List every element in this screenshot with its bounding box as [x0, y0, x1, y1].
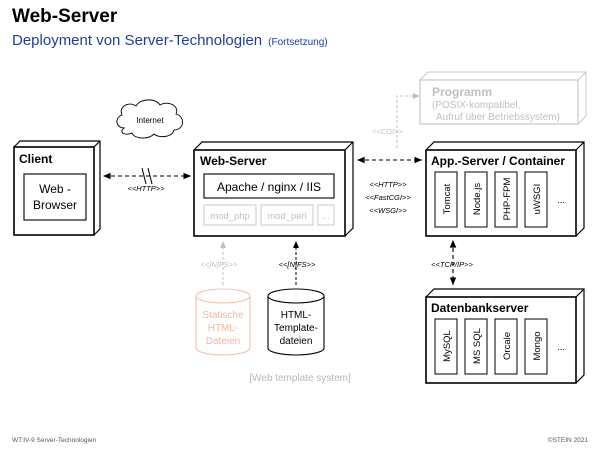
- mod-php-box: [203, 204, 257, 226]
- db-item-orcale: Orcale: [502, 332, 513, 360]
- nfs-connector-static: <<[N]FS>>: [201, 241, 238, 285]
- template-line-2: Template-: [274, 323, 318, 334]
- static-files-store: Statische HTML- Dateien: [195, 288, 251, 356]
- nfs-connector-template: <<[N]FS>>: [279, 241, 316, 285]
- webserver-node: Web-Server Apache / nginx / IIS mod_php …: [193, 141, 354, 237]
- tcp-label: <<TCP/IP>>: [431, 260, 473, 269]
- programm-title: Programm: [432, 85, 492, 99]
- cgi-connector: <<CGI>>: [372, 93, 420, 148]
- browser-component: [23, 173, 87, 221]
- slide-subtitle: Deployment von Server-Technologien (Forts…: [12, 32, 328, 49]
- template-line-1: HTML-: [281, 310, 312, 321]
- nfs-label-template: <<[N]FS>>: [279, 260, 316, 269]
- apache-label: Apache / nginx / IIS: [217, 180, 321, 194]
- client-node: Client Web - Browser: [13, 140, 101, 236]
- db-item-mongo: Mongo: [532, 331, 543, 360]
- browser-label-2: Browser: [33, 198, 77, 212]
- app-item-tomcat: Tomcat: [442, 183, 453, 214]
- internet-cloud: Internet: [116, 99, 183, 139]
- nfs-label-static: <<[N]FS>>: [201, 260, 238, 269]
- db-item-mssql: MS SQL: [472, 328, 483, 364]
- subtitle-note: (Fortsetzung): [268, 37, 328, 48]
- app-item-uwsgi: uWSGI: [532, 184, 543, 215]
- appserver-node: App.-Server / Container Tomcat Node.js P…: [425, 141, 585, 237]
- app-item-more: ...: [557, 195, 565, 205]
- mod-more-label: ...: [322, 211, 330, 221]
- internet-label: Internet: [136, 116, 164, 125]
- http-connector: <<HTTP>>: [102, 167, 191, 193]
- client-title: Client: [19, 152, 52, 166]
- http-label: <<HTTP>>: [127, 184, 165, 193]
- browser-label-1: Web -: [39, 182, 71, 196]
- dbserver-node: Datenbankserver MySQL MS SQL Orcale Mong…: [425, 288, 585, 384]
- static-line-3: Dateien: [206, 336, 240, 347]
- apache-component: [203, 173, 335, 199]
- mod-php-label: mod_php: [210, 211, 250, 222]
- app-label-fastcgi: <<FastCGI>>: [365, 193, 411, 202]
- programm-line-2: Aufruf über Betriebssystem): [436, 112, 560, 123]
- mod-perl-box: [260, 204, 314, 226]
- template-line-3: dateien: [280, 336, 313, 347]
- footer-left: WT:IV-9 Server-Technologien: [12, 437, 97, 444]
- webserver-title: Web-Server: [200, 154, 267, 168]
- slide-title: Web-Server: [12, 6, 118, 27]
- static-line-1: Statische: [202, 310, 244, 321]
- app-connector: <<HTTP>> <<FastCGI>> <<WSGI>>: [356, 156, 422, 215]
- dbserver-title: Datenbankserver: [431, 301, 529, 315]
- footer-right: ©STEIN 2021: [547, 437, 588, 444]
- mod-more-box: [317, 204, 335, 226]
- programm-node: Programm (POSIX-kompatibel, Aufruf über …: [419, 71, 587, 125]
- template-system-label: [Web template system]: [249, 373, 351, 384]
- subtitle-text: Deployment von Server-Technologien: [12, 32, 263, 49]
- programm-line-1: (POSIX-kompatibel,: [432, 100, 520, 111]
- db-item-mysql: MySQL: [442, 330, 453, 362]
- appserver-title: App.-Server / Container: [431, 154, 565, 168]
- mod-perl-label: mod_perl: [267, 211, 307, 222]
- app-item-phpfpm: PHP-FPM: [502, 178, 513, 221]
- tcp-connector: <<TCP/IP>>: [431, 239, 473, 285]
- app-label-http: <<HTTP>>: [369, 180, 407, 189]
- cgi-label: <<CGI>>: [372, 127, 403, 136]
- db-item-more: ...: [557, 342, 565, 352]
- app-item-nodejs: Node.js: [472, 183, 483, 215]
- template-files-store: HTML- Template- dateien: [267, 288, 325, 356]
- static-line-2: HTML-: [208, 323, 239, 334]
- app-label-wsgi: <<WSGI>>: [369, 206, 407, 215]
